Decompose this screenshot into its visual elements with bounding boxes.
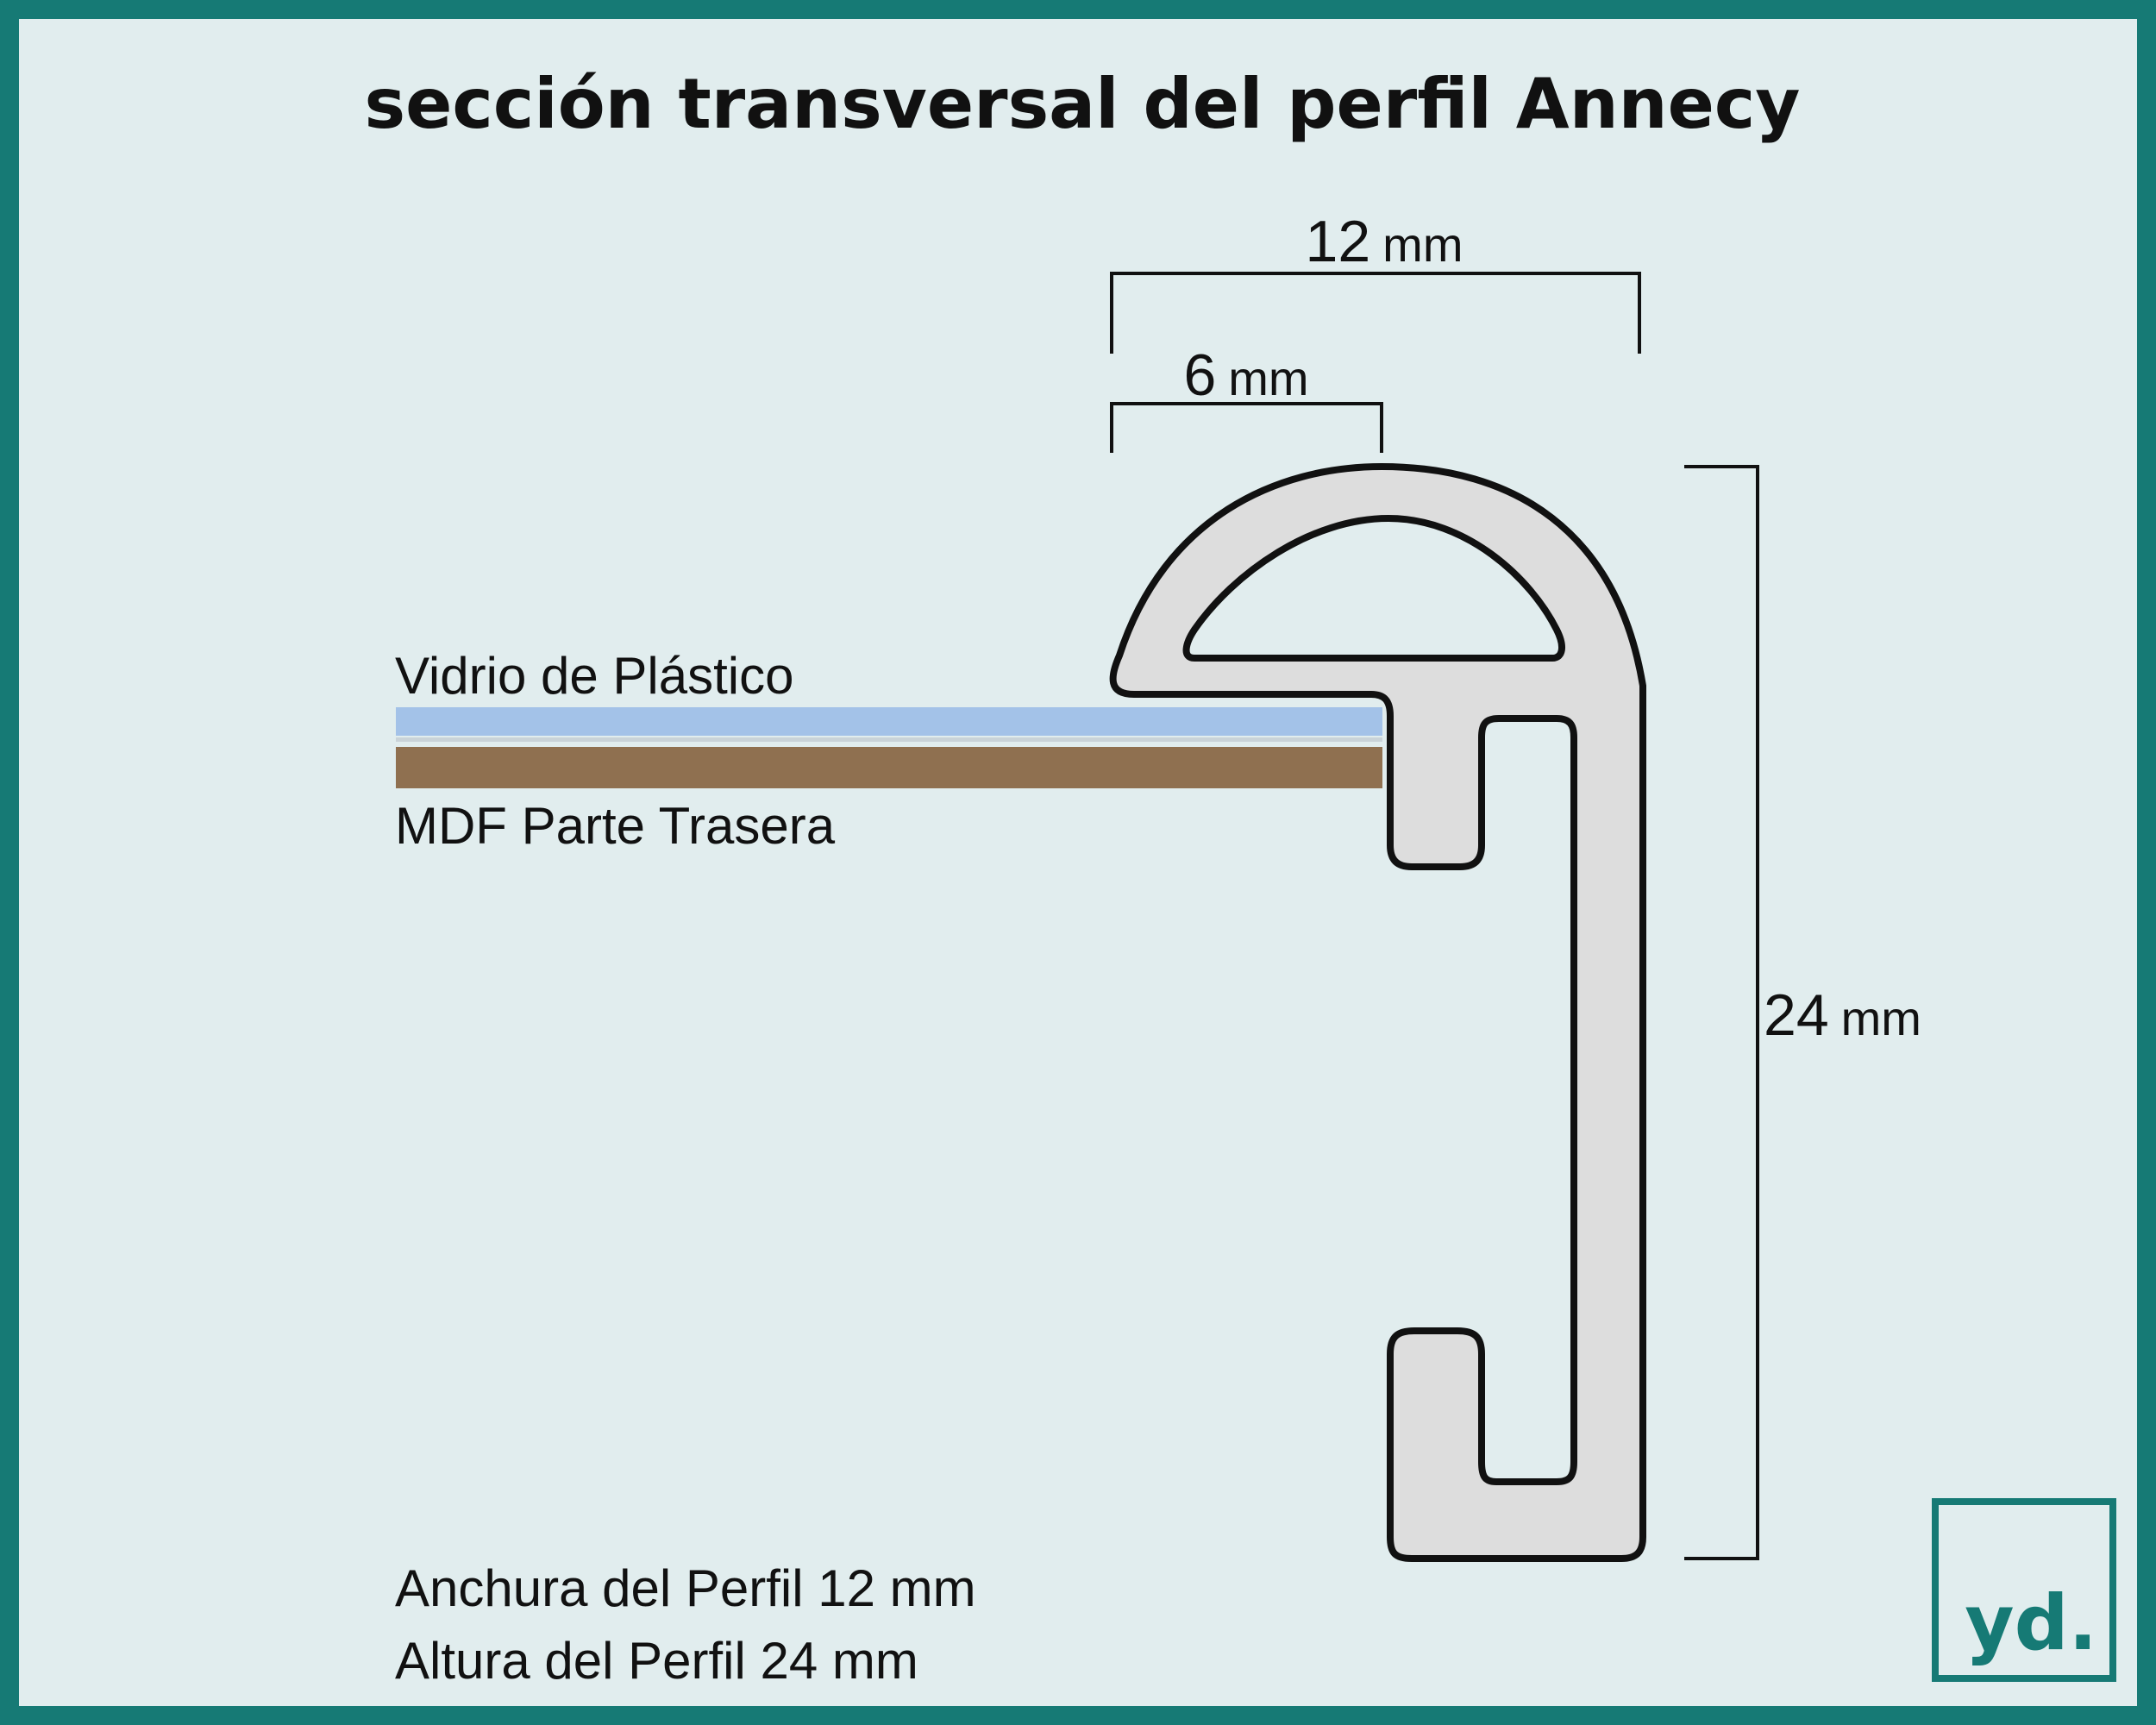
glass-layer (396, 707, 1382, 736)
dimension-bracket-12mm (1110, 272, 1641, 354)
brand-logo: yd. (1932, 1498, 2116, 1682)
dimension-unit-6mm: mm (1228, 351, 1308, 405)
backing-label: MDF Parte Trasera (395, 797, 836, 855)
dimension-bracket-6mm (1110, 402, 1383, 453)
footer-width-text: Anchura del Perfil 12 mm (395, 1559, 976, 1617)
dimension-value-24mm: 24 (1764, 982, 1829, 1048)
frame-profile (1109, 463, 1646, 1562)
profile-hollow-chamber (1182, 515, 1565, 662)
glass-label: Vidrio de Plástico (395, 647, 793, 705)
dimension-unit-12mm: mm (1382, 217, 1463, 272)
footer-height-text: Altura del Perfil 24 mm (395, 1632, 918, 1690)
dimension-bracket-24mm (1684, 465, 1759, 1560)
logo-text: yd. (1965, 1578, 2097, 1667)
profile-outline (1109, 463, 1646, 1562)
logo-frame (1932, 1498, 2116, 1682)
layer-separator (396, 737, 1382, 742)
dimension-value-6mm: 6 (1183, 342, 1216, 408)
diagram-title: sección transversal del perfil Annecy (365, 64, 1801, 144)
mdf-backing-layer (396, 747, 1382, 788)
dimension-unit-24mm: mm (1841, 991, 1921, 1045)
dimension-value-12mm: 12 (1306, 209, 1371, 274)
